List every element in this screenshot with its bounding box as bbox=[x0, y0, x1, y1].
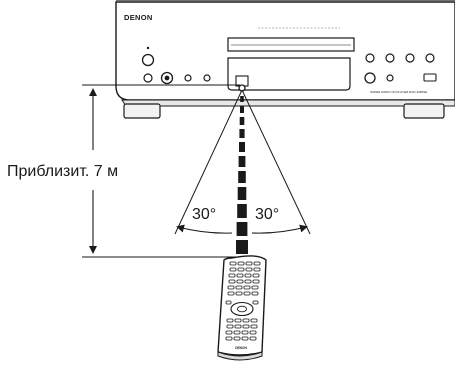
remote-top-buttons[interactable] bbox=[227, 261, 261, 296]
left-button-1[interactable] bbox=[143, 73, 153, 83]
display-window bbox=[227, 57, 351, 91]
remote-brand-logo: DENON bbox=[235, 346, 247, 350]
usb-port bbox=[423, 73, 437, 82]
player-foot-left bbox=[123, 103, 161, 119]
remote-side-button-right[interactable] bbox=[252, 300, 259, 305]
remote-lower-buttons[interactable] bbox=[225, 318, 258, 341]
cd-player: DENON SUPER AUDIO CD PLAYER DCD-1650SE bbox=[115, 0, 455, 119]
distance-label: Приблизит. 7 м bbox=[7, 163, 118, 180]
power-button[interactable] bbox=[141, 53, 155, 67]
remote-side-button-left[interactable] bbox=[225, 300, 232, 305]
angle-label-left: 30° bbox=[192, 206, 216, 223]
transport-button-2[interactable] bbox=[385, 53, 395, 63]
angle-arc-left bbox=[176, 224, 233, 234]
transport-button-6[interactable] bbox=[386, 74, 394, 82]
transport-button-5[interactable] bbox=[364, 72, 376, 84]
remote-enter-button[interactable] bbox=[237, 305, 247, 313]
transport-button-4[interactable] bbox=[425, 53, 435, 63]
remote-bottom-edge bbox=[217, 351, 263, 361]
transport-button-1[interactable] bbox=[365, 53, 375, 63]
disc-tray[interactable] bbox=[227, 37, 355, 52]
distance-label-bg bbox=[0, 158, 180, 182]
remote-control: DENON bbox=[217, 255, 267, 361]
cone-edge-left bbox=[174, 89, 243, 235]
left-button-3[interactable] bbox=[203, 74, 211, 82]
headphone-jack-inner bbox=[164, 75, 170, 81]
brand-logo: DENON bbox=[124, 13, 153, 22]
power-indicator bbox=[146, 46, 150, 50]
left-button-2[interactable] bbox=[184, 74, 192, 82]
transport-button-3[interactable] bbox=[405, 53, 415, 63]
ir-beam bbox=[236, 96, 248, 254]
angle-label-right: 30° bbox=[255, 206, 279, 223]
model-text: SUPER AUDIO CD PLAYER DCD-1650SE bbox=[370, 90, 427, 94]
cone-edge-right bbox=[241, 89, 311, 235]
angle-arc-right bbox=[251, 224, 308, 234]
player-foot-right bbox=[403, 103, 445, 119]
